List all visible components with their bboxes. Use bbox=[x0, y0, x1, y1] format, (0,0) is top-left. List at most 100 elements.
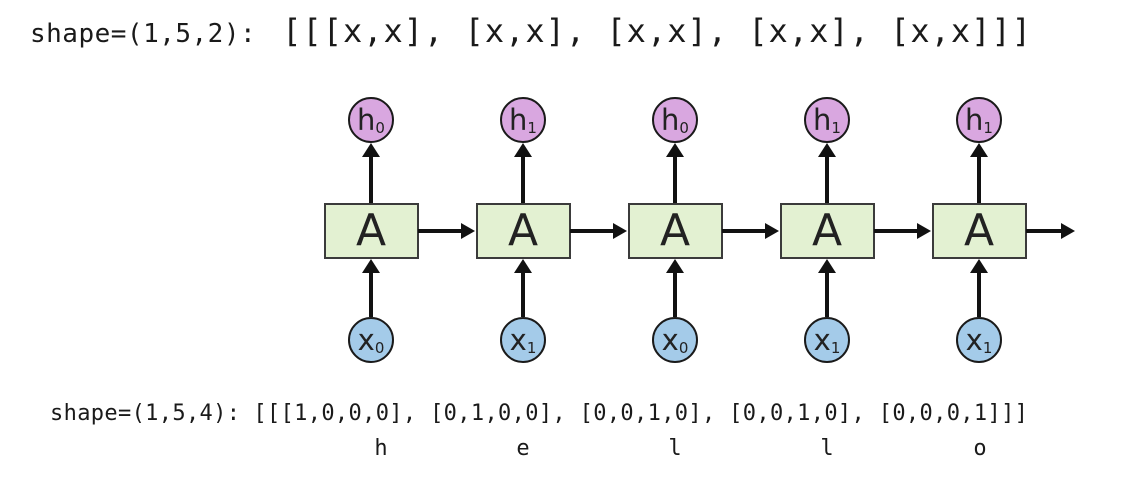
rnn-cell-box: A bbox=[779, 203, 875, 259]
arrow-cell-to-output-icon bbox=[513, 143, 533, 203]
rnn-cell-box: A bbox=[627, 203, 723, 259]
node-subscript: 0 bbox=[374, 338, 385, 357]
arrowhead bbox=[666, 259, 684, 273]
arrowhead bbox=[917, 223, 931, 239]
arrow-cell-to-output-icon bbox=[817, 143, 837, 203]
arrow-cell4-to-cell5-icon bbox=[874, 223, 931, 239]
node-label: h bbox=[965, 102, 984, 137]
node-subscript: 1 bbox=[983, 118, 993, 137]
arrowhead bbox=[970, 259, 988, 273]
input-array-text: [[[x,x], [x,x], [x,x], [x,x], [x,x]]] bbox=[282, 12, 1032, 50]
cell-label: A bbox=[963, 205, 995, 256]
arrowhead bbox=[362, 143, 380, 157]
arrow-shaft bbox=[369, 273, 373, 317]
arrow-shaft bbox=[1026, 229, 1061, 233]
arrowhead bbox=[1061, 223, 1075, 239]
sequence-letter-h: h bbox=[374, 436, 388, 461]
sequence-letter-l: l bbox=[668, 436, 682, 461]
arrow-shaft bbox=[825, 273, 829, 317]
arrow-input-to-cell-icon bbox=[361, 259, 381, 317]
arrow-shaft bbox=[418, 229, 461, 233]
arrow-shaft bbox=[521, 157, 525, 203]
arrow-shaft bbox=[874, 229, 917, 233]
sequence-letter-l: l bbox=[820, 436, 834, 461]
arrow-cell2-to-cell3-icon bbox=[570, 223, 627, 239]
arrow-shaft bbox=[722, 229, 765, 233]
arrow-cell-to-output-icon bbox=[665, 143, 685, 203]
cell-label: A bbox=[811, 205, 843, 256]
arrowhead bbox=[765, 223, 779, 239]
node-subscript: 0 bbox=[678, 338, 689, 357]
arrowhead bbox=[818, 143, 836, 157]
arrowhead bbox=[362, 259, 380, 273]
onehot-shape-caption: shape=(1,5,4): [[[1,0,0,0], [0,1,0,0], [… bbox=[50, 401, 1028, 426]
arrowhead bbox=[514, 259, 532, 273]
arrow-cell-to-output-icon bbox=[361, 143, 381, 203]
node-subscript: 1 bbox=[526, 338, 537, 357]
arrow-shaft bbox=[825, 157, 829, 203]
rnn-cell-box: A bbox=[475, 203, 571, 259]
node-label: x bbox=[509, 322, 527, 357]
arrowhead bbox=[461, 223, 475, 239]
node-subscript: 1 bbox=[527, 118, 537, 137]
cell-label: A bbox=[659, 205, 691, 256]
node-label: x bbox=[661, 322, 679, 357]
sequence-letter-e: e bbox=[516, 436, 530, 461]
node-label: x bbox=[357, 322, 375, 357]
arrow-cell3-to-cell4-icon bbox=[722, 223, 779, 239]
arrow-shaft bbox=[521, 273, 525, 317]
arrow-input-to-cell-icon bbox=[665, 259, 685, 317]
arrow-cell5-output-icon bbox=[1026, 223, 1075, 239]
arrow-cell1-to-cell2-icon bbox=[418, 223, 475, 239]
node-label: h bbox=[661, 102, 680, 137]
arrow-shaft bbox=[673, 273, 677, 317]
node-subscript: 0 bbox=[679, 118, 689, 137]
node-label: h bbox=[813, 102, 832, 137]
onehot-array-text: [[[1,0,0,0], [0,1,0,0], [0,0,1,0], [0,0,… bbox=[253, 401, 1029, 426]
arrowhead bbox=[613, 223, 627, 239]
node-subscript: 1 bbox=[831, 118, 841, 137]
sequence-letter-o: o bbox=[973, 436, 987, 461]
arrow-input-to-cell-icon bbox=[513, 259, 533, 317]
rnn-cell-box: A bbox=[931, 203, 1027, 259]
arrowhead bbox=[514, 143, 532, 157]
node-subscript: 1 bbox=[982, 338, 993, 357]
arrowhead bbox=[666, 143, 684, 157]
node-subscript: 1 bbox=[830, 338, 841, 357]
cell-label: A bbox=[355, 205, 387, 256]
rnn-cell-box: A bbox=[323, 203, 419, 259]
arrow-input-to-cell-icon bbox=[817, 259, 837, 317]
onehot-shape-label: shape=(1,5,4): bbox=[50, 401, 241, 426]
arrow-input-to-cell-icon bbox=[969, 259, 989, 317]
arrow-shaft bbox=[977, 157, 981, 203]
input-shape-label: shape=(1,5,2): bbox=[30, 19, 257, 49]
arrow-shaft bbox=[369, 157, 373, 203]
arrow-shaft bbox=[977, 273, 981, 317]
node-label: x bbox=[965, 322, 983, 357]
node-label: x bbox=[813, 322, 831, 357]
cell-label: A bbox=[507, 205, 539, 256]
arrow-shaft bbox=[570, 229, 613, 233]
node-subscript: 0 bbox=[375, 118, 385, 137]
arrow-cell-to-output-icon bbox=[969, 143, 989, 203]
arrowhead bbox=[818, 259, 836, 273]
node-label: h bbox=[509, 102, 528, 137]
node-label: h bbox=[357, 102, 376, 137]
input-shape-caption: shape=(1,5,2): [[[x,x], [x,x], [x,x], [x… bbox=[30, 12, 1032, 50]
